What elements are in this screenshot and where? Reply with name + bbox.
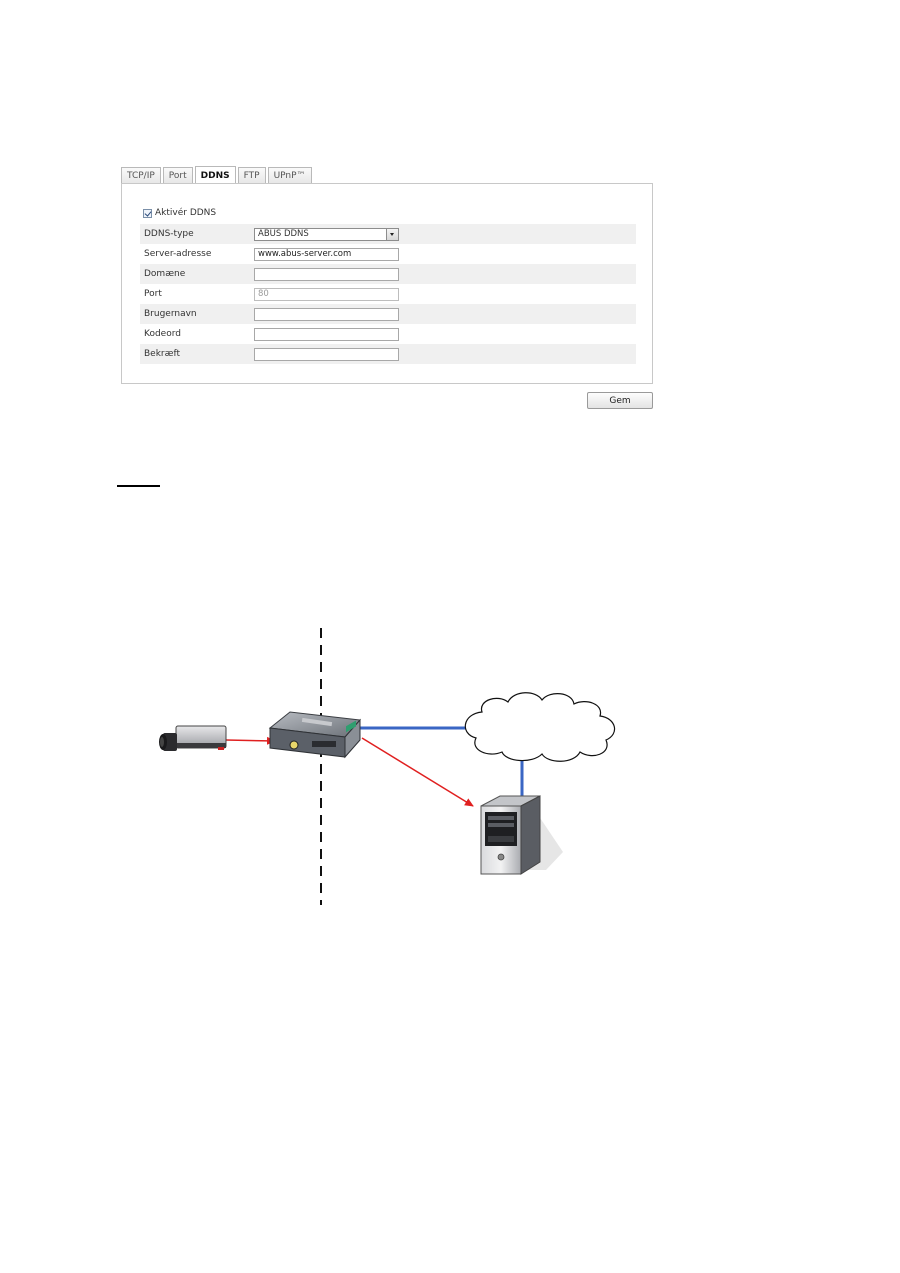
chevron-down-icon[interactable] bbox=[386, 228, 398, 240]
password-input[interactable] bbox=[254, 327, 399, 341]
tab-ddns[interactable]: DDNS bbox=[194, 166, 236, 185]
settings-tabs: TCP/IP Port DDNS FTP UPnP™ bbox=[121, 165, 314, 185]
enable-ddns-checkbox[interactable] bbox=[143, 208, 152, 218]
username-input[interactable] bbox=[254, 307, 399, 321]
username-row: Brugernavn bbox=[140, 304, 636, 324]
confirm-password-input[interactable] bbox=[254, 347, 399, 361]
server-address-row: Server-adresse bbox=[140, 244, 636, 264]
port-row: Port bbox=[140, 284, 636, 304]
port-input bbox=[254, 287, 399, 301]
enable-ddns-row[interactable]: Aktivér DDNS bbox=[143, 206, 216, 220]
domain-label: Domæne bbox=[144, 269, 186, 279]
tab-ftp[interactable]: FTP bbox=[237, 167, 266, 184]
tab-tcpip[interactable]: TCP/IP bbox=[121, 167, 161, 184]
router-icon bbox=[268, 711, 362, 759]
ddns-type-value: ABUS DDNS bbox=[258, 228, 309, 239]
ddns-settings-panel: Aktivér DDNS DDNS-type ABUS DDNS Server-… bbox=[121, 183, 653, 384]
domain-row: Domæne bbox=[140, 264, 636, 284]
port-label: Port bbox=[144, 289, 162, 299]
internet-cloud-icon bbox=[464, 692, 616, 762]
confirm-password-row: Bekræft bbox=[140, 344, 636, 364]
ddns-type-row: DDNS-type ABUS DDNS bbox=[140, 224, 636, 244]
password-row: Kodeord bbox=[140, 324, 636, 344]
server-address-label: Server-adresse bbox=[144, 249, 212, 259]
server-address-input[interactable] bbox=[254, 247, 399, 261]
camera-router-link bbox=[225, 736, 276, 745]
router-server-link bbox=[361, 737, 474, 807]
confirm-password-label: Bekræft bbox=[144, 349, 180, 359]
password-label: Kodeord bbox=[144, 329, 181, 339]
domain-input[interactable] bbox=[254, 267, 399, 281]
ip-camera-icon bbox=[159, 725, 227, 751]
ddns-type-label: DDNS-type bbox=[144, 229, 194, 239]
tab-port[interactable]: Port bbox=[162, 167, 193, 184]
username-label: Brugernavn bbox=[144, 309, 197, 319]
save-button[interactable]: Gem bbox=[587, 392, 653, 409]
ddns-type-select[interactable]: ABUS DDNS bbox=[254, 227, 399, 241]
tab-upnp[interactable]: UPnP™ bbox=[267, 167, 312, 184]
enable-ddns-label: Aktivér DDNS bbox=[155, 208, 217, 218]
ddns-form: DDNS-type ABUS DDNS Server-adresse Domæn… bbox=[140, 224, 636, 364]
note-heading-underline bbox=[117, 485, 160, 487]
ddns-server-icon bbox=[480, 795, 563, 875]
